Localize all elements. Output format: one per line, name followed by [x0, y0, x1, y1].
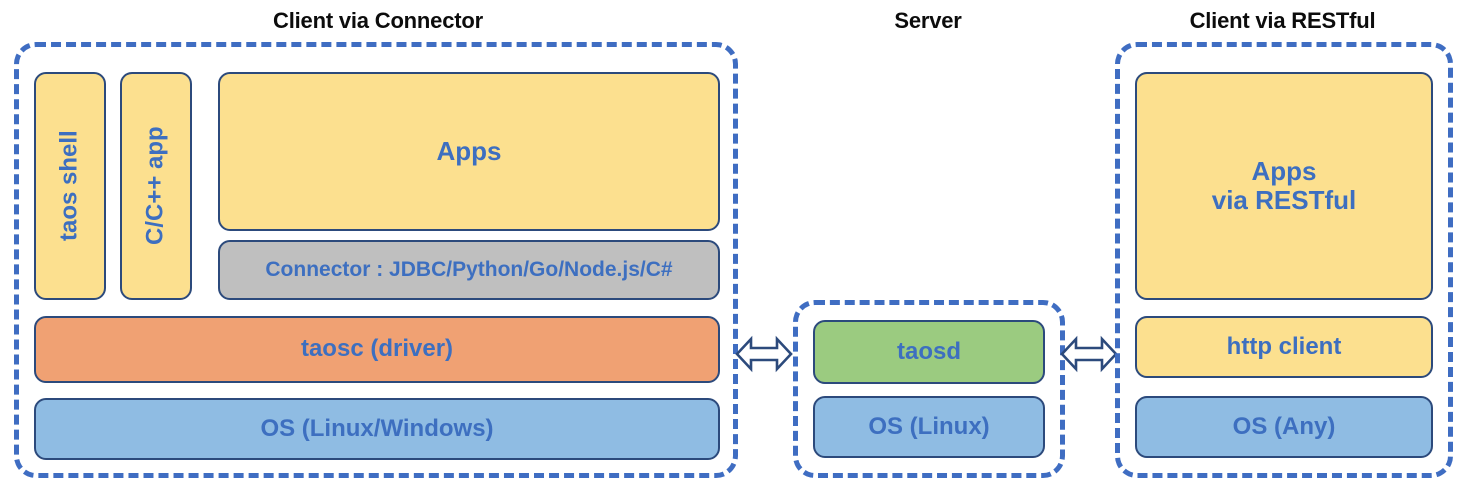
- node-connector[interactable]: Connector : JDBC/Python/Go/Node.js/C#: [218, 240, 720, 300]
- group-title-server: Server: [894, 8, 962, 33]
- node-taosd[interactable]: taosd: [813, 320, 1045, 384]
- group-title-client-restful: Client via RESTful: [1189, 8, 1376, 33]
- node-os-linux-windows[interactable]: OS (Linux/Windows): [34, 398, 720, 460]
- node-os-linux[interactable]: OS (Linux): [813, 396, 1045, 458]
- double-arrow-icon-left: [735, 329, 793, 384]
- double-arrow-icon-right: [1060, 329, 1118, 384]
- group-container-client-restful[interactable]: [1115, 42, 1453, 478]
- group-title-client-connector: Client via Connector: [273, 8, 483, 33]
- node-apps[interactable]: Apps: [218, 72, 720, 231]
- node-taos-shell[interactable]: taos shell: [34, 72, 106, 300]
- group-container-client-connector[interactable]: [14, 42, 738, 478]
- node-http-client[interactable]: http client: [1135, 316, 1433, 378]
- node-taosc-driver[interactable]: taosc (driver): [34, 316, 720, 383]
- node-apps-via-restful[interactable]: Apps via RESTful: [1135, 72, 1433, 300]
- node-cpp-app[interactable]: C/C++ app: [120, 72, 192, 300]
- node-os-any[interactable]: OS (Any): [1135, 396, 1433, 458]
- group-container-server[interactable]: [793, 300, 1065, 478]
